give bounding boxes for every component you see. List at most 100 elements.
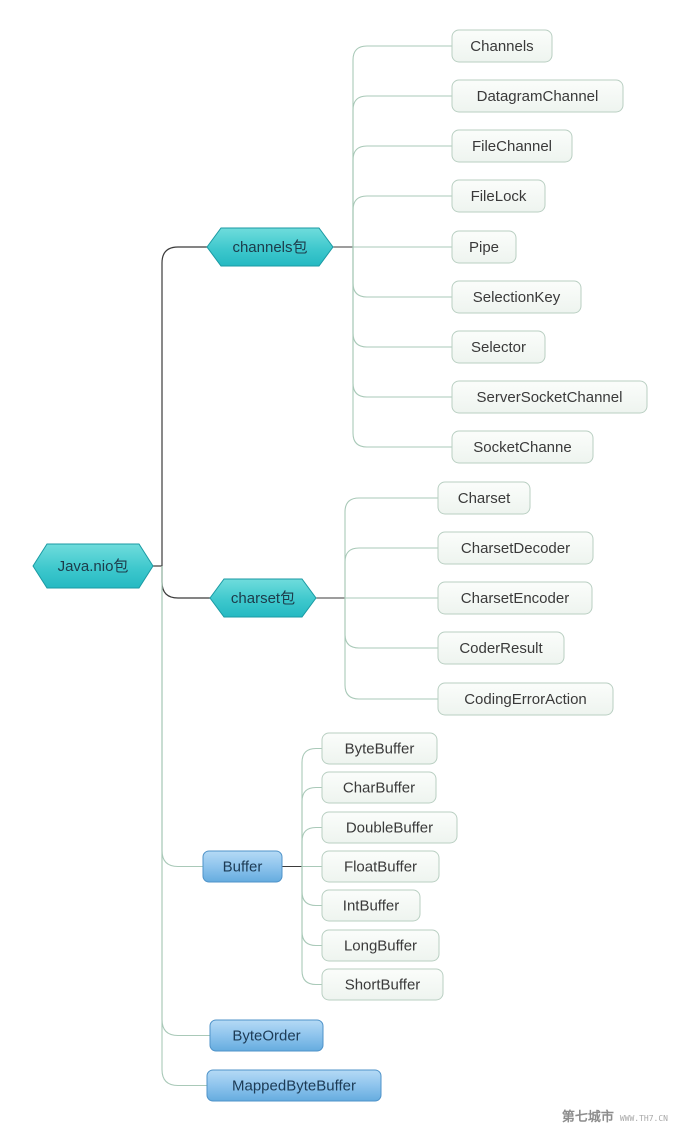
node-shape bbox=[451, 129, 573, 163]
watermark-url: WWW.TH7.CN bbox=[619, 1114, 668, 1123]
node-label: FileLock bbox=[471, 188, 527, 205]
node-byteorder[interactable]: ByteOrder bbox=[209, 1019, 324, 1052]
node-shape bbox=[437, 531, 594, 565]
node-filelock[interactable]: FileLock bbox=[451, 179, 546, 213]
node-shape bbox=[437, 481, 531, 515]
leaf-connector bbox=[301, 747, 322, 867]
node-label: CharBuffer bbox=[343, 779, 415, 796]
node-filechannel[interactable]: FileChannel bbox=[451, 129, 573, 163]
node-shape bbox=[321, 850, 440, 883]
node-socketchanne[interactable]: SocketChanne bbox=[451, 430, 594, 464]
leaf-connector bbox=[301, 786, 322, 867]
node-channels[interactable]: Channels bbox=[451, 29, 553, 63]
node-label: Charset bbox=[458, 490, 511, 507]
node-label: ServerSocketChannel bbox=[477, 389, 623, 406]
leaf-connector bbox=[352, 145, 452, 247]
node-pipe[interactable]: Pipe bbox=[451, 230, 517, 264]
node-shape bbox=[32, 543, 154, 589]
leaf-connector bbox=[352, 45, 452, 247]
node-selectionkey[interactable]: SelectionKey bbox=[451, 280, 582, 314]
node-charsetencoder[interactable]: CharsetEncoder bbox=[437, 581, 593, 615]
node-label: SelectionKey bbox=[473, 289, 561, 306]
node-serversocketchannel[interactable]: ServerSocketChannel bbox=[451, 380, 648, 414]
node-label: CharsetDecoder bbox=[461, 540, 570, 557]
node-label: LongBuffer bbox=[344, 937, 417, 954]
node-shape bbox=[209, 578, 317, 618]
node-bytebuffer[interactable]: ByteBuffer bbox=[321, 732, 438, 765]
node-label: FileChannel bbox=[472, 138, 552, 155]
leaf-connector bbox=[352, 95, 452, 247]
trunk-branch-byteorder bbox=[161, 566, 210, 1037]
leaf-connector bbox=[344, 497, 438, 598]
node-shape bbox=[437, 581, 593, 615]
node-buffer[interactable]: Buffer bbox=[202, 850, 283, 883]
node-shape bbox=[451, 330, 546, 364]
node-shape bbox=[321, 929, 440, 962]
leaf-connector bbox=[344, 598, 438, 700]
watermark-site-name: 第七城市 bbox=[561, 1110, 614, 1125]
node-label: Pipe bbox=[469, 239, 499, 256]
leaf-connector bbox=[352, 195, 452, 247]
node-codingerroraction[interactable]: CodingErrorAction bbox=[437, 682, 614, 716]
node-shape bbox=[451, 79, 624, 113]
node-shape bbox=[209, 1019, 324, 1052]
node-channels[interactable]: channels包 bbox=[206, 227, 334, 267]
node-label: DatagramChannel bbox=[477, 88, 599, 105]
leaf-connector bbox=[352, 247, 452, 398]
node-selector[interactable]: Selector bbox=[451, 330, 546, 364]
leaf-connector bbox=[301, 866, 322, 986]
node-label: FloatBuffer bbox=[344, 858, 417, 875]
trunk-branch-buffer bbox=[161, 566, 203, 868]
node-floatbuffer[interactable]: FloatBuffer bbox=[321, 850, 440, 883]
node-label: Selector bbox=[471, 339, 526, 356]
node-longbuffer[interactable]: LongBuffer bbox=[321, 929, 440, 962]
node-shortbuffer[interactable]: ShortBuffer bbox=[321, 968, 444, 1001]
node-shape bbox=[321, 732, 438, 765]
node-mappedbytebuffer[interactable]: MappedByteBuffer bbox=[206, 1069, 382, 1102]
node-label: ByteBuffer bbox=[345, 740, 415, 757]
node-label: MappedByteBuffer bbox=[232, 1077, 356, 1094]
node-java-nio[interactable]: Java.nio包 bbox=[32, 543, 154, 589]
leaf-connector bbox=[301, 866, 322, 907]
node-label: CoderResult bbox=[459, 640, 543, 657]
node-shape bbox=[451, 380, 648, 414]
node-shape bbox=[451, 230, 517, 264]
watermark: 第七城市 WWW.TH7.CN bbox=[562, 1111, 668, 1124]
node-shape bbox=[321, 889, 421, 922]
trunk-branch-channels bbox=[161, 246, 207, 566]
node-label: ByteOrder bbox=[232, 1027, 300, 1044]
node-doublebuffer[interactable]: DoubleBuffer bbox=[321, 811, 458, 844]
node-charset[interactable]: Charset bbox=[437, 481, 531, 515]
node-shape bbox=[437, 631, 565, 665]
leaf-connector bbox=[344, 547, 438, 598]
node-shape bbox=[437, 682, 614, 716]
node-label: DoubleBuffer bbox=[346, 819, 433, 836]
leaf-connector bbox=[352, 247, 452, 448]
node-label: charset包 bbox=[231, 590, 295, 607]
node-label: IntBuffer bbox=[343, 897, 399, 914]
node-datagramchannel[interactable]: DatagramChannel bbox=[451, 79, 624, 113]
node-coderresult[interactable]: CoderResult bbox=[437, 631, 565, 665]
node-label: CodingErrorAction bbox=[464, 691, 587, 708]
node-label: Java.nio包 bbox=[58, 558, 129, 575]
trunk-branch-charset bbox=[161, 566, 210, 599]
node-intbuffer[interactable]: IntBuffer bbox=[321, 889, 421, 922]
trunk-branch-mappedbytebuffer bbox=[161, 566, 207, 1087]
node-label: channels包 bbox=[232, 239, 307, 256]
node-charbuffer[interactable]: CharBuffer bbox=[321, 771, 437, 804]
node-shape bbox=[206, 1069, 382, 1102]
diagram-nodes: ChannelsDatagramChannelFileChannelFileLo… bbox=[32, 29, 648, 1102]
leaf-connector bbox=[344, 598, 438, 649]
node-charset[interactable]: charset包 bbox=[209, 578, 317, 618]
leaf-connector bbox=[301, 826, 322, 867]
node-label: CharsetEncoder bbox=[461, 590, 569, 607]
leaf-connector bbox=[352, 247, 452, 298]
connector-lines bbox=[153, 45, 452, 1087]
node-label: Buffer bbox=[223, 858, 263, 875]
node-shape bbox=[451, 430, 594, 464]
node-label: SocketChanne bbox=[473, 439, 571, 456]
node-charsetdecoder[interactable]: CharsetDecoder bbox=[437, 531, 594, 565]
node-shape bbox=[321, 968, 444, 1001]
node-shape bbox=[451, 280, 582, 314]
